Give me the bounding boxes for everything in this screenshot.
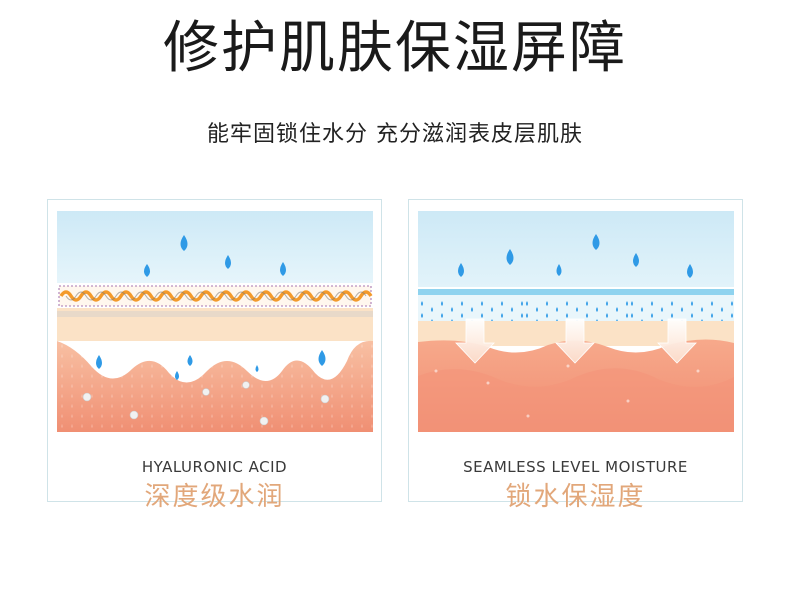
water-drops-top [458,234,693,278]
water-drop-icon [506,249,514,265]
water-drop-icon [458,263,464,277]
water-drop-icon [96,355,102,369]
water-drop-icon [175,371,179,380]
water-drop-icon [687,264,693,278]
hyaluronic-spiral-back [65,291,367,301]
hyaluronic-beads [82,381,330,426]
page-subtitle: 能牢固锁住水分 充分滋润表皮层肌肤 [207,122,583,147]
arrow-down-icon [455,318,495,364]
arrow-down-icon [657,318,697,364]
water-drop-icon [556,264,562,276]
card-english-label: SEAMLESS LEVEL MOISTURE [463,458,688,476]
water-drop-icon [144,264,150,277]
water-drop-icon [592,234,600,250]
micro-drops-layer [421,301,733,324]
water-drop-icon [318,350,326,366]
water-drops-top [144,235,286,277]
water-drops-skin [96,350,326,380]
arrow-down-icon [555,318,595,364]
seamless-moisture-illustration [418,211,734,432]
absorption-arrows [455,318,697,364]
page-title: 修护肌肤保湿屏障 [163,16,627,81]
hyaluronic-acid-illustration [57,211,373,432]
water-drop-icon [225,255,231,269]
seamless-moisture-card: SEAMLESS LEVEL MOISTURE 锁水保湿度 [408,199,743,512]
water-drop-icon [255,365,259,372]
water-drop-icon [180,235,188,251]
card-chinese-label: 锁水保湿度 [505,482,646,512]
water-drop-icon [280,262,286,276]
moisture-film [418,289,734,295]
hyaluronic-acid-card: HYALURONIC ACID 深度级水润 [47,199,382,512]
card-chinese-label: 深度级水润 [144,482,285,512]
card-english-label: HYALURONIC ACID [141,458,288,476]
water-drop-icon [187,355,193,366]
water-drop-icon [633,253,639,267]
sky-layer [418,211,734,287]
hyaluronic-spiral [59,290,373,302]
sky-layer [57,211,373,283]
